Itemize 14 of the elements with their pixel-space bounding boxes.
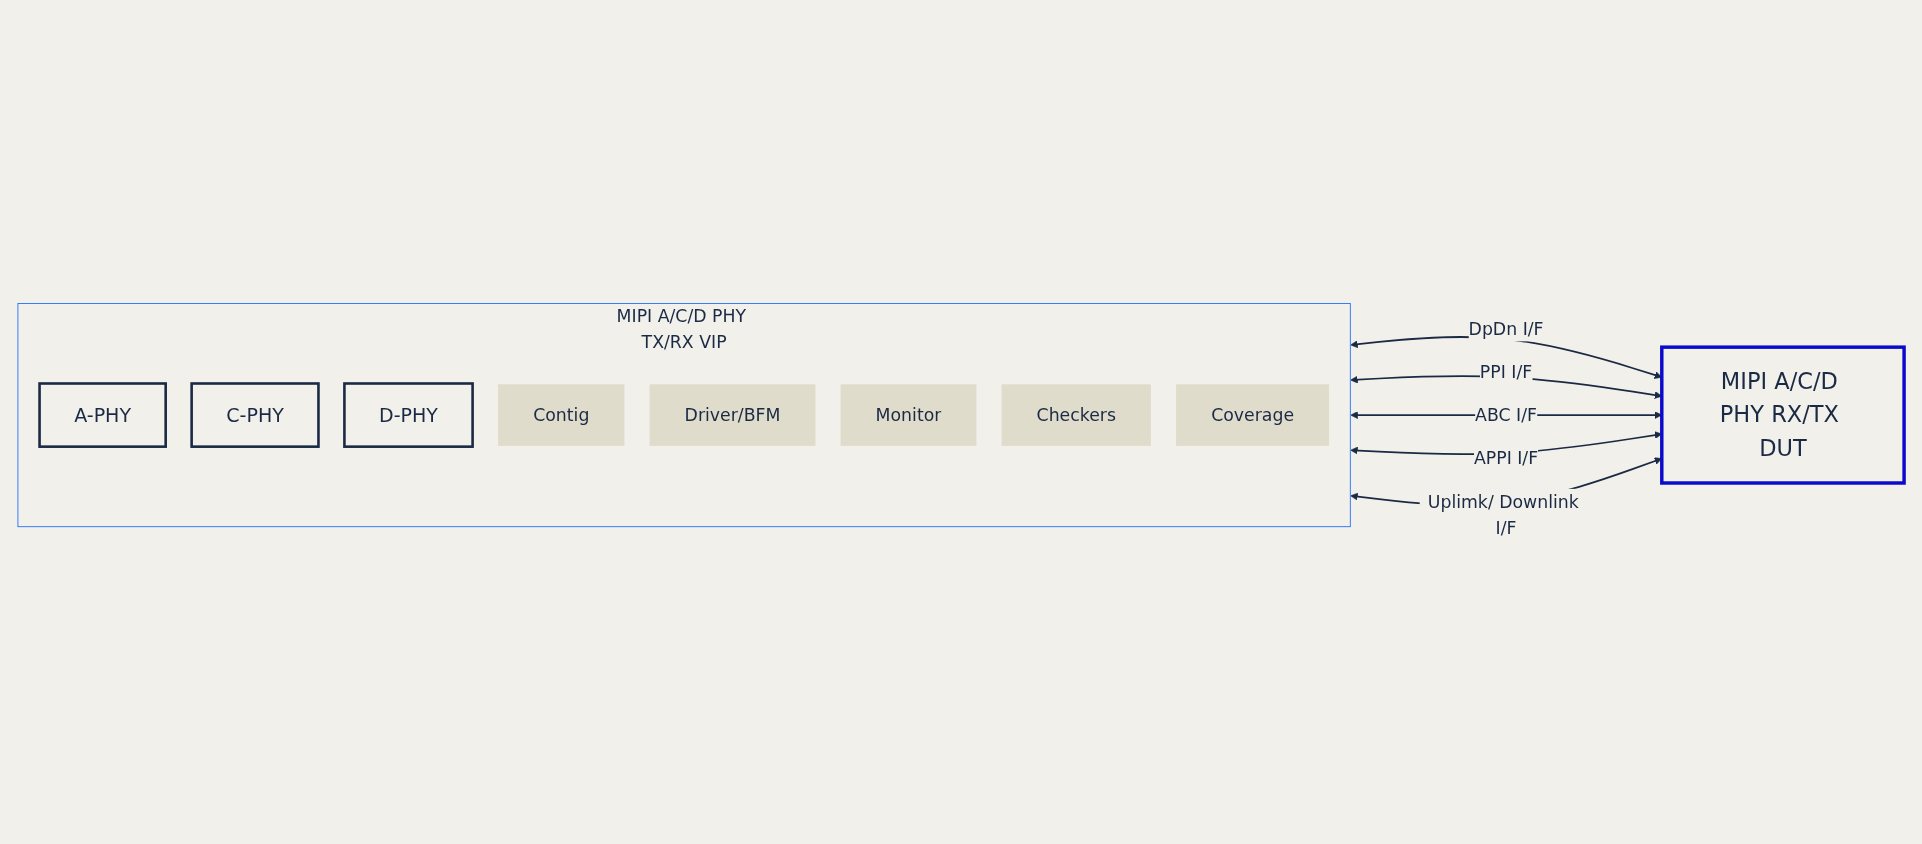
edge-label: DpDn I/F [1468,318,1544,339]
node-box: Contig [498,384,625,446]
node-box: A-PHY [38,382,167,448]
node-box: MIPI A/C/D PHY RX/TX DUT [1660,345,1906,485]
node-box: C-PHY [190,382,320,448]
edge-label: PPI I/F [1479,361,1533,383]
node-box: Checkers [1001,384,1151,446]
edge-label: Uplimk/ Downlink I/F [1427,491,1579,538]
edge-label: APPI I/F [1473,447,1539,469]
node-box: D-PHY [343,382,474,448]
edge-label: ABC I/F [1475,404,1537,426]
node-box: Coverage [1176,384,1330,446]
node-box: Driver/BFM [649,384,816,446]
node-box: Monitor [840,384,977,446]
